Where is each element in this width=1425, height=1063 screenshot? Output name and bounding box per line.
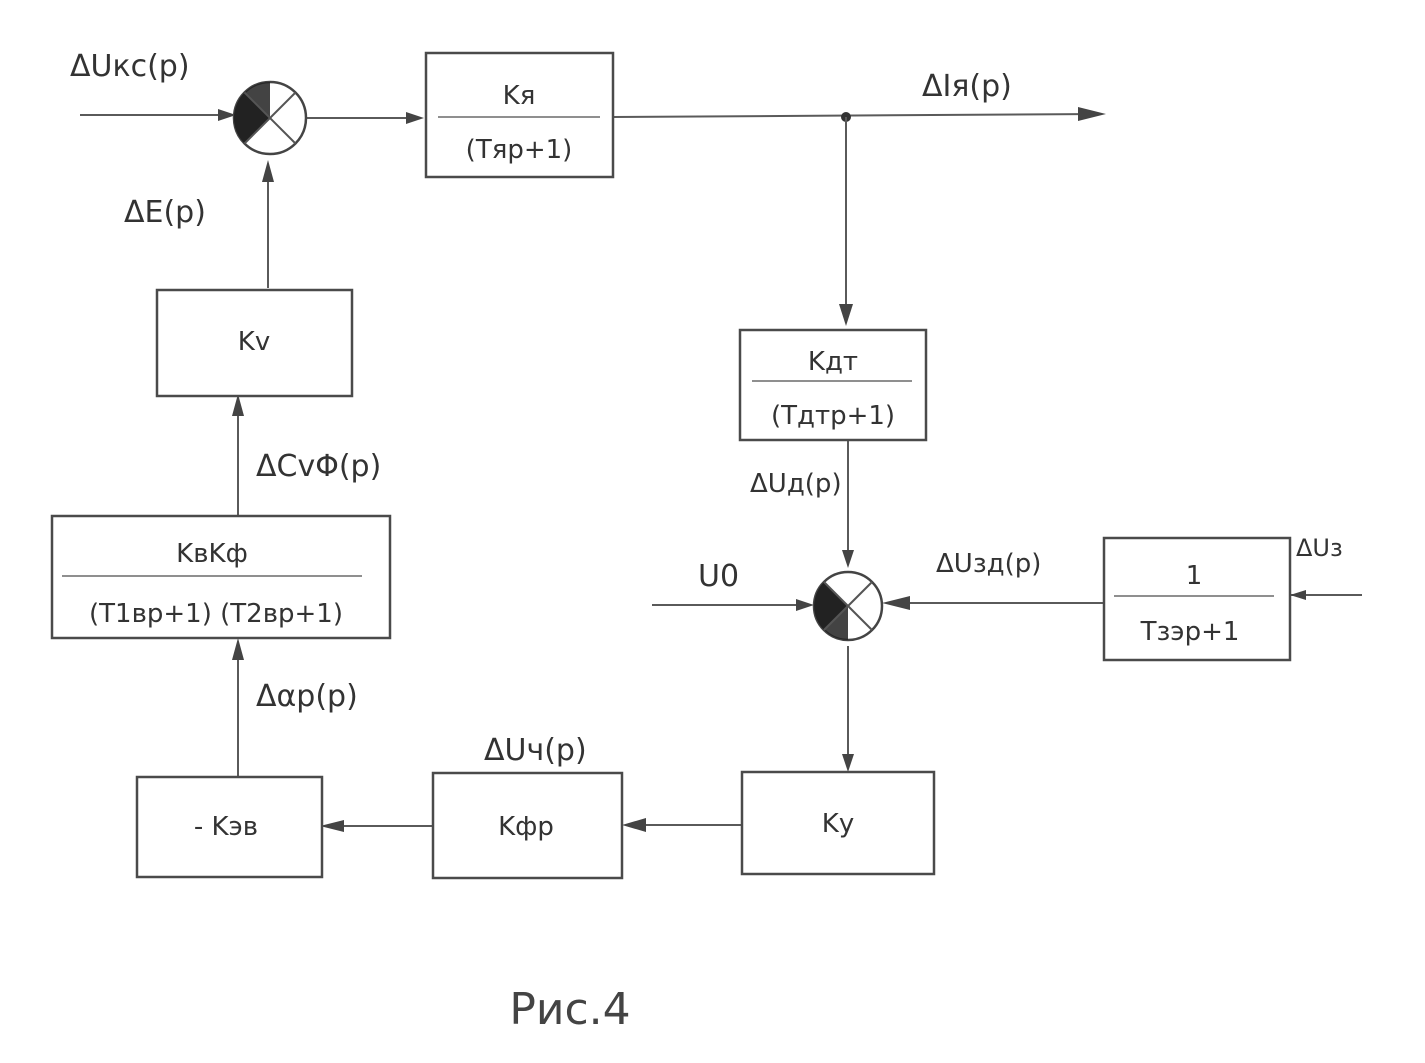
arrow-into-amplifier-block: [842, 754, 854, 772]
block-amplifier-label: Kу: [822, 809, 854, 839]
signal-u-ch: ΔUч(p): [484, 733, 587, 768]
signal-u-0: U0: [698, 559, 739, 594]
signal-i-ya: ΔIя(p): [922, 69, 1012, 104]
block-sensor: Kдт (Tдтp+1): [738, 328, 928, 442]
summer-1: [232, 80, 308, 156]
block-armature: Kя (Tяp+1): [424, 51, 615, 179]
signal-alpha: Δαр(p): [256, 679, 358, 714]
summer-2: [812, 570, 884, 642]
signal-u-d: ΔUд(p): [750, 469, 842, 499]
arrow-into-exciter-block: [232, 638, 244, 660]
block-exciter: KвKф (T1вp+1) (T2вp+1): [50, 514, 392, 640]
block-emf: Kv: [155, 288, 354, 398]
arrow-into-summer-2-right: [882, 596, 910, 610]
arrow-into-reference-block: [1290, 590, 1306, 600]
block-exciter-numerator: KвKф: [176, 539, 248, 569]
signal-u-z: ΔUз: [1296, 534, 1343, 562]
block-emf-label: Kv: [238, 327, 270, 357]
line-armature-output: [612, 113, 1101, 118]
arrow-into-phase-shifter-block: [622, 818, 646, 832]
block-sensor-denominator: (Tдтp+1): [771, 401, 895, 431]
signal-u-zad: ΔUзд(p): [936, 549, 1041, 579]
arrow-output-i-ya: [1078, 107, 1106, 121]
block-reference-numerator: 1: [1186, 561, 1203, 591]
arrow-into-summer-1-bottom: [262, 160, 274, 182]
signal-e: ΔE(p): [124, 195, 206, 230]
arrow-into-summer-1: [218, 109, 236, 121]
block-phase-shifter: Kфр: [431, 771, 624, 880]
arrow-into-armature-block: [406, 112, 424, 124]
block-armature-numerator: Kя: [503, 81, 536, 111]
block-regulator-label: - Kэв: [194, 812, 258, 842]
arrow-into-sensor-block: [839, 304, 853, 326]
arrow-into-regulator-block: [320, 820, 344, 832]
block-exciter-denominator: (T1вp+1) (T2вp+1): [89, 599, 343, 629]
block-amplifier: Kу: [740, 770, 936, 876]
arrow-into-summer-2-left: [796, 599, 814, 611]
arrow-into-summer-2-top: [842, 550, 854, 568]
block-phase-shifter-label: Kфр: [498, 812, 554, 842]
signal-c-phi: ΔCvΦ(p): [256, 449, 381, 484]
figure-caption: Рис.4: [509, 984, 630, 1035]
block-reference: 1 Tзэp+1: [1102, 536, 1292, 662]
signal-u-kc: ΔUкс(p): [70, 49, 190, 84]
block-regulator: - Kэв: [135, 775, 324, 879]
arrow-into-emf-block: [232, 394, 244, 416]
block-sensor-numerator: Kдт: [808, 347, 858, 377]
block-armature-denominator: (Tяp+1): [466, 135, 573, 165]
block-reference-denominator: Tзэp+1: [1140, 617, 1240, 647]
